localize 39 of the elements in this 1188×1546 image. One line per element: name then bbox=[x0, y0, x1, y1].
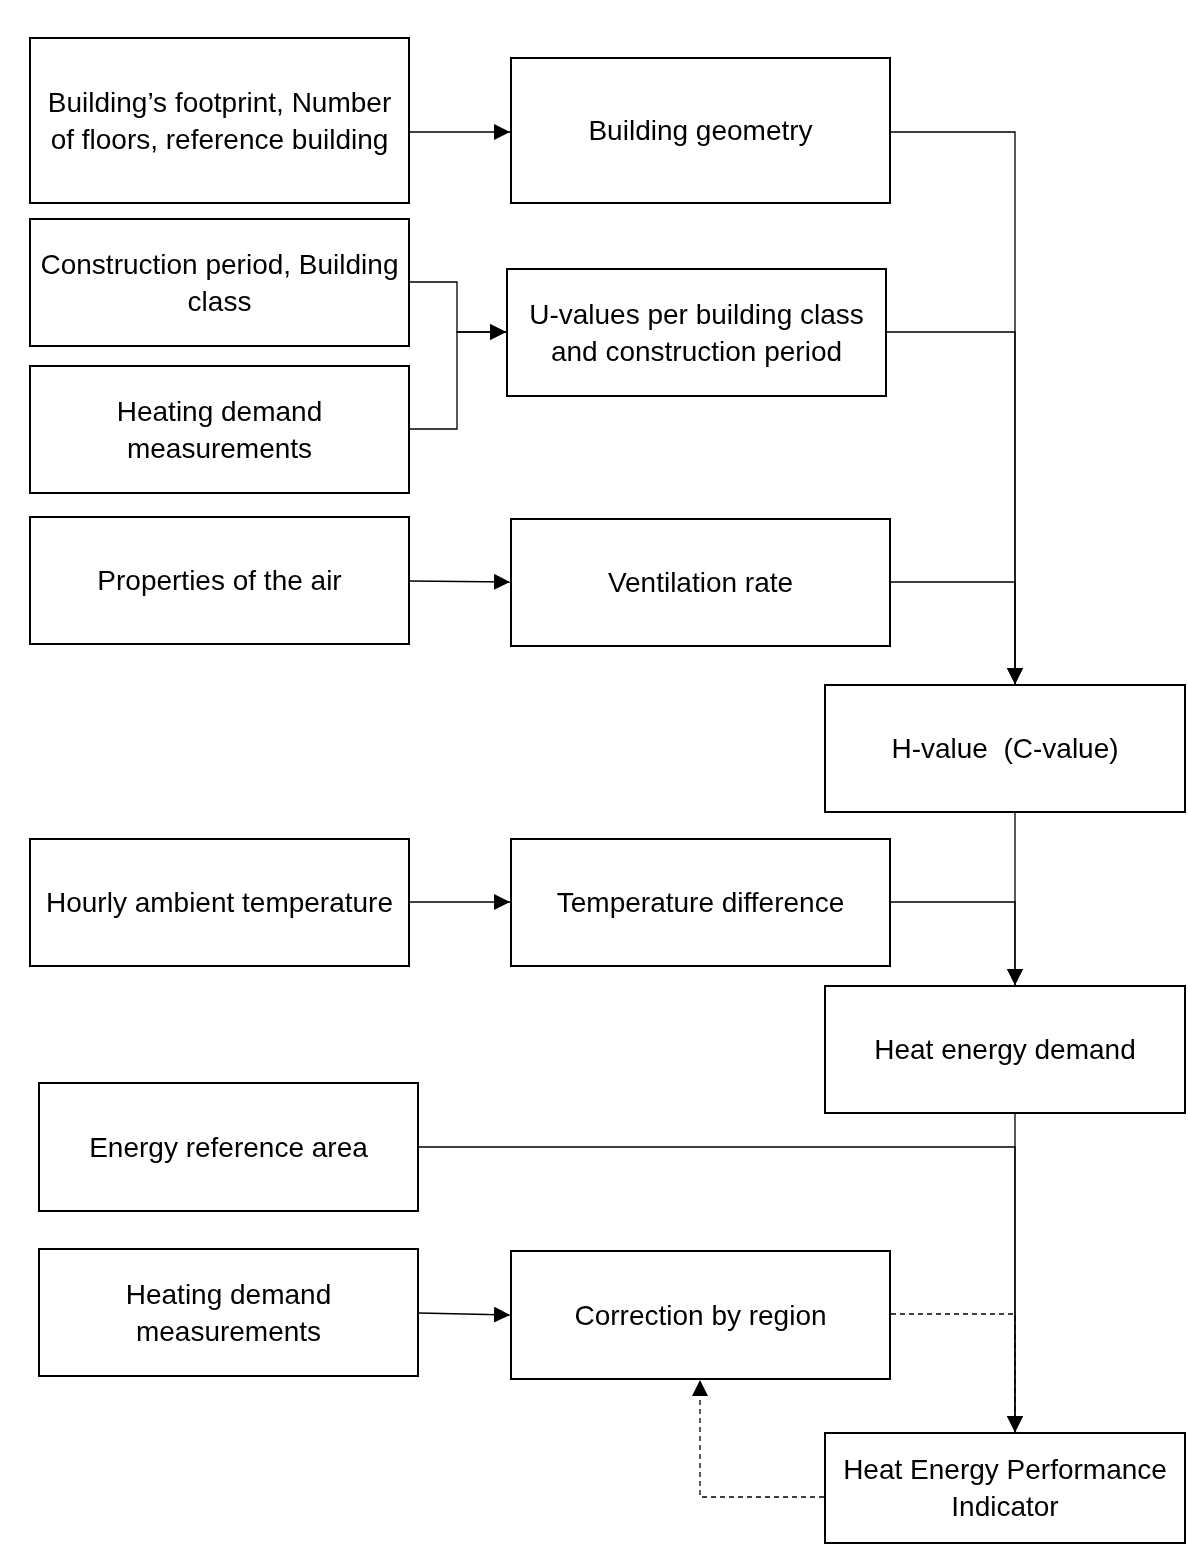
process-box bbox=[38, 1082, 419, 1212]
process-box bbox=[510, 1250, 891, 1380]
process-box bbox=[824, 1432, 1186, 1544]
box-label: Energy reference area bbox=[88, 1130, 369, 1165]
arrow bbox=[890, 901, 1023, 986]
arrow bbox=[409, 894, 511, 910]
process-box bbox=[510, 518, 891, 647]
box-label: Building’s footprint, Number of floors, reference building bbox=[46, 85, 393, 157]
process-box bbox=[510, 57, 891, 204]
box-label: Properties of the air bbox=[96, 564, 343, 598]
process-box bbox=[29, 37, 410, 204]
arrow bbox=[409, 573, 511, 590]
box-label: Temperature difference bbox=[555, 886, 846, 920]
process-box bbox=[29, 838, 410, 967]
process-box bbox=[29, 365, 410, 494]
process-box bbox=[29, 516, 410, 645]
arrow bbox=[890, 1313, 1023, 1433]
process-box bbox=[824, 985, 1186, 1114]
box-label: Building geometry bbox=[587, 114, 814, 148]
box-label: Heat Energy Performance Indicator bbox=[842, 1453, 1168, 1524]
process-box bbox=[506, 268, 887, 397]
box-label: Hourly ambient temperature bbox=[44, 886, 394, 920]
box-label: Heating demand measurements bbox=[124, 1277, 333, 1349]
process-box bbox=[38, 1248, 419, 1377]
process-box bbox=[29, 218, 410, 347]
arrow bbox=[418, 1306, 511, 1323]
arrow bbox=[409, 324, 507, 430]
arrow bbox=[692, 1379, 825, 1498]
box-label: Construction period, Building class bbox=[39, 247, 400, 319]
process-box bbox=[510, 838, 891, 967]
box-label: U-values per building class and construction period bbox=[528, 297, 865, 369]
box-label: Correction by region bbox=[573, 1298, 828, 1333]
box-label: Ventilation rate bbox=[606, 566, 795, 600]
arrow bbox=[409, 124, 511, 140]
process-box bbox=[824, 684, 1186, 813]
box-label: Heating demand measurements bbox=[115, 394, 324, 466]
box-label: H-value (C-value) bbox=[890, 732, 1120, 766]
box-label: Heat energy demand bbox=[873, 1033, 1137, 1067]
arrow bbox=[890, 581, 1023, 685]
